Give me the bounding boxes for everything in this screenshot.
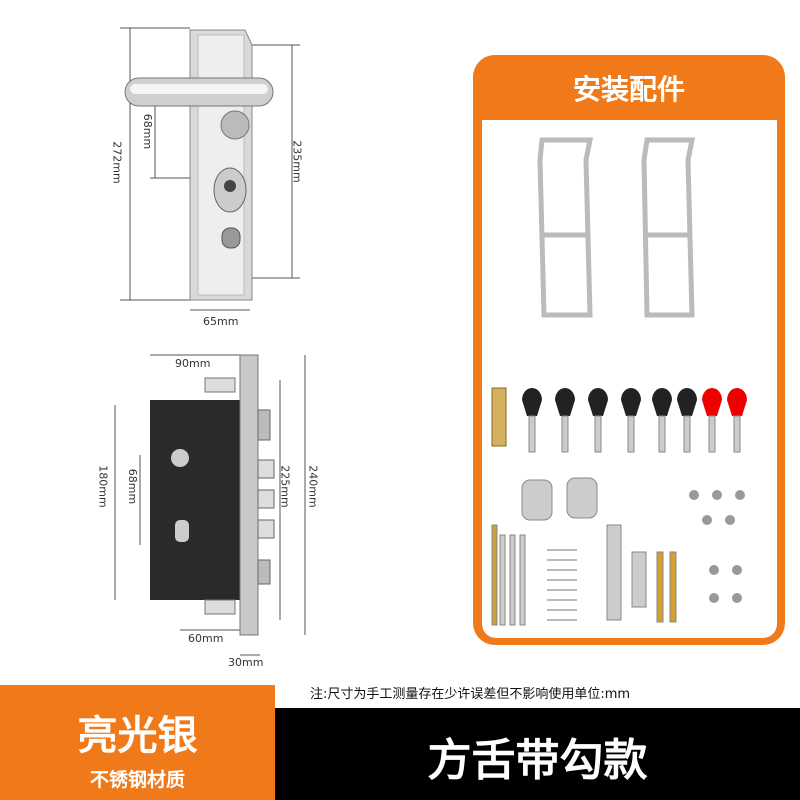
finish-material: 不锈钢材质 (89, 769, 185, 791)
lock-diagram (114, 27, 306, 656)
hardware-parts (491, 415, 741, 626)
dim-235: 235mm (290, 140, 304, 183)
dim-60: 60mm (188, 632, 224, 645)
handle-plate (124, 29, 274, 301)
dim-240: 240mm (306, 465, 320, 508)
accessories-content (482, 120, 777, 638)
finish-name: 亮光银 (77, 713, 198, 759)
dim-225: 225mm (278, 465, 292, 508)
key-heads (522, 388, 747, 416)
square-bolt (257, 489, 275, 509)
hook (204, 599, 236, 615)
square-bolt (257, 459, 275, 479)
hook (204, 377, 236, 393)
dim-65: 65mm (203, 315, 239, 328)
square-bolt (257, 519, 275, 539)
lock-cylinder (491, 387, 507, 447)
mounting-frames (537, 137, 696, 318)
model-name: 方舌带勾款 (427, 735, 648, 786)
mortise-lock-body (150, 354, 275, 636)
screws (689, 490, 745, 603)
springs (547, 549, 577, 621)
dim-90: 90mm (175, 357, 211, 370)
faceplate (239, 354, 259, 636)
dim-68-lock: 68mm (126, 468, 140, 505)
accessories-title: 安装配件 (572, 73, 685, 106)
model-bar: 方舌带勾款 (275, 708, 800, 800)
dim-272: 272mm (110, 141, 124, 184)
dim-180: 180mm (96, 465, 110, 508)
accessories-illustration (491, 137, 747, 626)
finish-box: 亮光银 不锈钢材质 (0, 685, 275, 800)
measurement-note: 注:尺寸为手工测量存在少许误差但不影响使用单位:mm (310, 687, 631, 702)
thumb-turn (221, 227, 241, 249)
dimension-lines (114, 27, 306, 656)
dim-68-handle: 68mm (141, 113, 155, 150)
dim-30: 30mm (228, 656, 264, 669)
